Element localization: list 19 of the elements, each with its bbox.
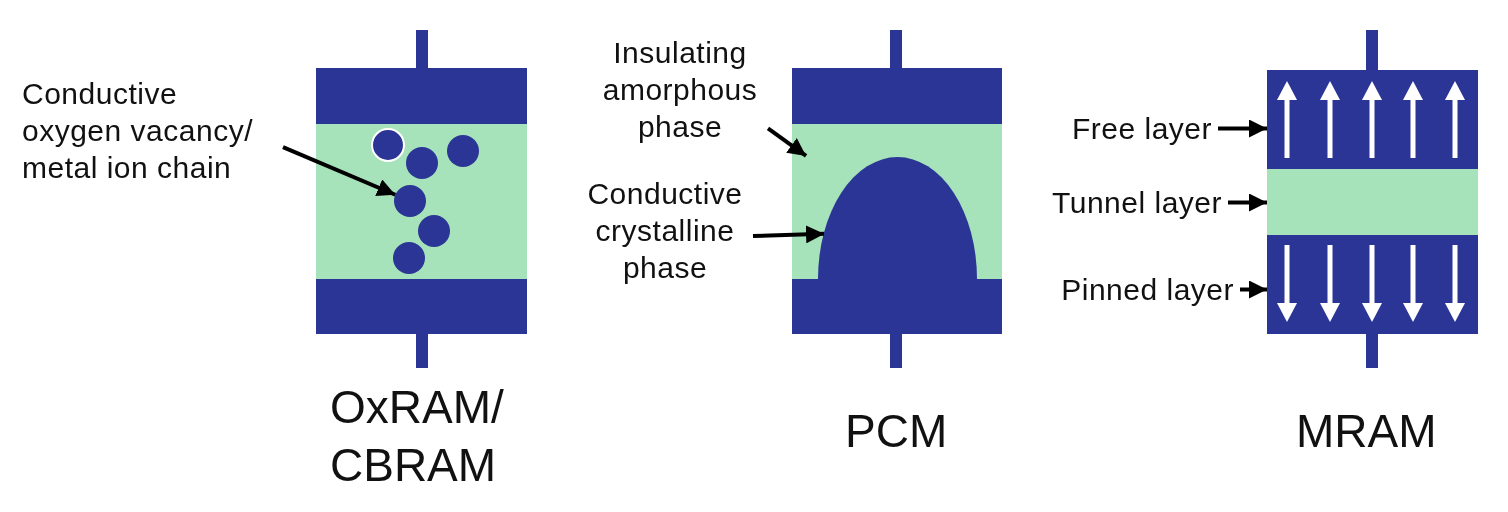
callout-label: Pinned layer xyxy=(1061,271,1234,308)
callout-label: Insulating amorphous phase xyxy=(598,34,762,145)
device-name: OxRAM/ CBRAM xyxy=(330,380,505,493)
callout-label: Conductive crystalline phase xyxy=(583,175,747,286)
leader-arrow xyxy=(1240,280,1267,299)
leader-arrow xyxy=(1228,193,1267,212)
tunnel-layer xyxy=(1267,169,1478,235)
insulating-layer xyxy=(792,124,1002,279)
callout-label: Free layer xyxy=(1071,110,1212,147)
device-name: MRAM xyxy=(1296,404,1438,459)
callout-label: Tunnel layer xyxy=(1052,184,1222,221)
pinned-layer xyxy=(1267,235,1478,334)
leader-arrow xyxy=(282,145,397,197)
device-name: PCM xyxy=(845,404,949,459)
leader-arrow xyxy=(1218,119,1267,138)
free-layer xyxy=(1267,70,1478,169)
callout-label: Conductive oxygen vacancy/ metal ion chain xyxy=(22,75,277,186)
crystalline-dome xyxy=(818,157,977,279)
leader-arrow xyxy=(752,225,825,244)
